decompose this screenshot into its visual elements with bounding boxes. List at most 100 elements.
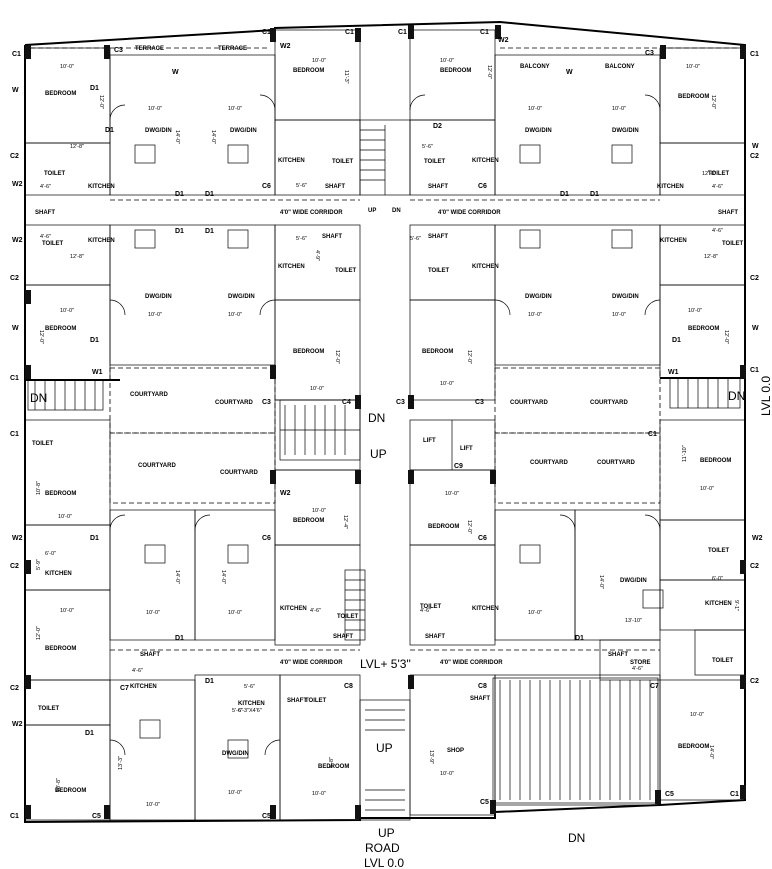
label-up: UP: [370, 447, 387, 461]
label-dwg-din: DWG/DIN: [145, 294, 172, 300]
dimension: 13'-3": [118, 756, 124, 770]
label-kitchen: KITCHEN: [280, 606, 307, 612]
label-dwg-din: DWG/DIN: [525, 294, 552, 300]
dimension: 10'-0": [690, 712, 704, 718]
dimension: 6'-8": [329, 757, 335, 768]
window-tag: W: [752, 143, 759, 150]
dimension: 13'-10": [625, 618, 642, 624]
column-tag: C1: [345, 29, 354, 36]
label-dwg-din: DWG/DIN: [620, 578, 647, 584]
dimension: 12'-8": [702, 171, 716, 177]
column-tag: C2: [10, 563, 19, 570]
dimension: 11'-10": [682, 445, 688, 462]
column-tag: C5: [262, 813, 271, 820]
label-shaft: SHAFT: [718, 210, 738, 216]
dimension: 10'-0": [612, 312, 626, 318]
dimension: 14'-0": [210, 130, 216, 144]
door-tag: D1: [90, 337, 99, 344]
dimension: 12'-0": [723, 330, 729, 344]
label-kitchen: KITCHEN: [278, 264, 305, 270]
dimension: 12'-8": [704, 254, 718, 260]
dimension: 13'-9": [428, 750, 434, 764]
label-toilet: TOILET: [424, 159, 446, 165]
column-tag: C6: [478, 535, 487, 542]
label-kitchen: KITCHEN: [660, 238, 687, 244]
dimension: 10'-0": [60, 64, 74, 70]
dimension: 12'-0": [466, 350, 472, 364]
dimension: 12'-8": [70, 144, 84, 150]
dimension: 5'-6": [244, 684, 255, 690]
label-bedroom: BEDROOM: [293, 518, 324, 524]
column-tags: C1 C3 C1 C1 C1 C1 C3 C1 C2 C2 C2 C2 C1 C…: [10, 29, 759, 820]
column-tag: C1: [10, 431, 19, 438]
label-shaft: SHAFT: [322, 234, 342, 240]
dimension: 10'-0": [146, 802, 160, 808]
door-tag: D1: [672, 337, 681, 344]
label-bedroom: BEDROOM: [293, 349, 324, 355]
dimension: 10'-0": [440, 771, 454, 777]
label-dn: DN: [392, 208, 401, 214]
label-level-right: LVL 0.0: [759, 376, 772, 416]
window-tag: W: [12, 325, 19, 332]
dimension: 4'-6": [712, 184, 723, 190]
column-tag: C2: [10, 685, 19, 692]
dimension: 10'-0": [60, 608, 74, 614]
column-tag: C1: [10, 375, 19, 382]
window-tag: W2: [280, 490, 291, 497]
room-labels: BEDROOM BEDROOM BEDROOM BEDROOM BEDROOM …: [32, 46, 744, 794]
column-tag: C5: [665, 791, 674, 798]
label-up: UP: [378, 826, 395, 840]
dimension: 10'-0": [440, 58, 454, 64]
dining-tables: [134, 144, 664, 759]
label-dn: DN: [728, 389, 745, 403]
label-bedroom: BEDROOM: [45, 646, 76, 652]
label-shaft: SHAFT: [333, 634, 353, 640]
label-balcony: BALCONY: [605, 64, 635, 70]
label-courtyard: COURTYARD: [530, 460, 568, 466]
label-dwg-din: DWG/DIN: [525, 128, 552, 134]
window-tag: W: [752, 325, 759, 332]
window-tag: W1: [92, 369, 103, 376]
dimension: 10'-0": [688, 308, 702, 314]
label-dwg-din: DWG/DIN: [230, 128, 257, 134]
label-bedroom: BEDROOM: [45, 491, 76, 497]
door-window-tags: D1 D1 D2 D1 D1 D1 D1 D1 D1 D1 D1 D1 D1 D…: [12, 37, 763, 737]
dimension: 4'-9": [314, 250, 320, 261]
column-tag: C8: [344, 683, 353, 690]
label-toilet: TOILET: [44, 171, 66, 177]
dimension: 5'-6": [296, 236, 307, 242]
dimension: 14'-0": [174, 130, 180, 144]
dimension: 14'-0": [598, 575, 604, 589]
door-tag: D1: [205, 228, 214, 235]
door-tag: D1: [90, 85, 99, 92]
label-toilet: TOILET: [305, 698, 327, 704]
label-kitchen: KITCHEN: [238, 701, 265, 707]
label-bedroom: BEDROOM: [318, 764, 349, 770]
window-tag: W1: [668, 369, 679, 376]
column-tag: C1: [730, 791, 739, 798]
window-tag: W2: [752, 535, 763, 542]
door-tag: D1: [205, 191, 214, 198]
dimension: 4'-6": [420, 608, 431, 614]
label-lift: LIFT: [423, 438, 436, 444]
column-tag: C1: [480, 29, 489, 36]
label-level-mid: LVL+ 5'3": [360, 657, 411, 671]
column-tag: C6: [262, 183, 271, 190]
corridor-labels: 4'0" WIDE CORRIDOR 4'0" WIDE CORRIDOR 4'…: [280, 210, 503, 666]
label-kitchen: KITCHEN: [705, 601, 732, 607]
label-bedroom: BEDROOM: [293, 68, 324, 74]
dimension: 10'-0": [312, 791, 326, 797]
corridor-lines: [30, 47, 740, 651]
label-dn: DN: [30, 391, 47, 405]
label-shaft: SHAFT: [425, 634, 445, 640]
dimension: 4'-6": [632, 666, 643, 672]
window-tag: W2: [12, 721, 23, 728]
label-kitchen: KITCHEN: [472, 606, 499, 612]
dimension: 6'-0": [712, 576, 723, 582]
label-lift: LIFT: [460, 446, 473, 452]
label-corridor: 4'0" WIDE CORRIDOR: [440, 660, 503, 666]
dimension: 12'-0": [38, 330, 44, 344]
column-tag: C3: [645, 50, 654, 57]
door-tag: D1: [85, 730, 94, 737]
door-tag: D1: [575, 635, 584, 642]
